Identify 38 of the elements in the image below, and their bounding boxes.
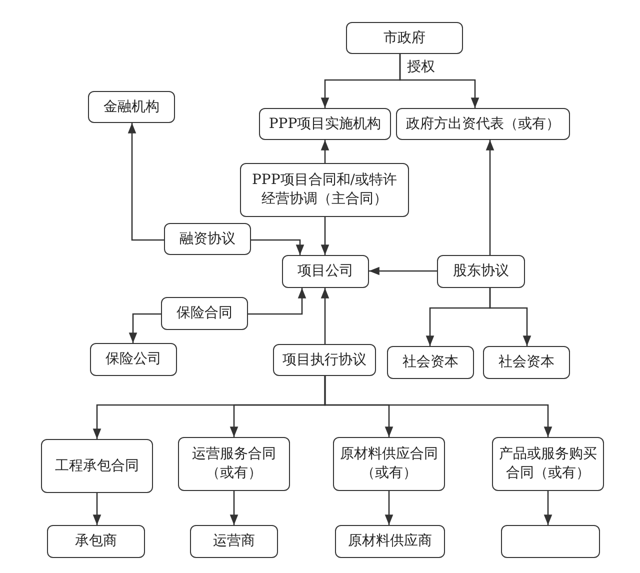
contract-box: 保险合同: [161, 297, 248, 330]
arrow: [544, 491, 552, 525]
empty-box: [501, 525, 600, 558]
arrow: [248, 288, 306, 315]
company-box: 项目公司: [282, 255, 369, 288]
investor-box: 社会资本: [483, 346, 570, 379]
arrow: [251, 239, 304, 255]
agreement-box: 项目执行协议: [273, 344, 376, 376]
contract-box: 工程承包合同: [41, 439, 153, 493]
arrow: [489, 288, 532, 346]
arrow: [320, 288, 330, 344]
institution-box: 金融机构: [88, 91, 175, 123]
contract-box: 原材料供应合同（或有）: [333, 437, 445, 491]
arrow: [128, 313, 161, 343]
contract-box: 产品或服务购买合同（或有）: [492, 437, 604, 491]
arrow: [320, 217, 330, 255]
arrow: [324, 376, 552, 437]
operator-box: 运营商: [190, 525, 278, 558]
arrow: [369, 266, 437, 276]
agreement-box: 融资协议: [164, 223, 251, 255]
contract-box: 运营服务合同（或有）: [178, 437, 290, 491]
arrow: [230, 491, 238, 525]
arrow: [92, 493, 102, 525]
contractor-box: 承包商: [47, 525, 145, 558]
arrow: [320, 140, 330, 163]
agency-box: PPP项目实施机构: [259, 108, 391, 140]
arrow: [128, 123, 164, 241]
agreement-box: 股东协议: [437, 255, 525, 288]
government-box: 市政府: [346, 22, 463, 54]
contract-box: PPP项目合同和/或特许经营协调（主合同）: [240, 163, 409, 217]
edge-label: 授权: [406, 59, 436, 75]
investor-box: 社会资本: [387, 346, 474, 379]
supplier-box: 原材料供应商: [335, 525, 445, 558]
arrow: [384, 491, 394, 525]
arrow: [486, 140, 494, 255]
insurer-box: 保险公司: [90, 343, 177, 376]
arrow: [399, 54, 480, 108]
representative-box: 政府方出资代表（或有）: [396, 108, 570, 140]
